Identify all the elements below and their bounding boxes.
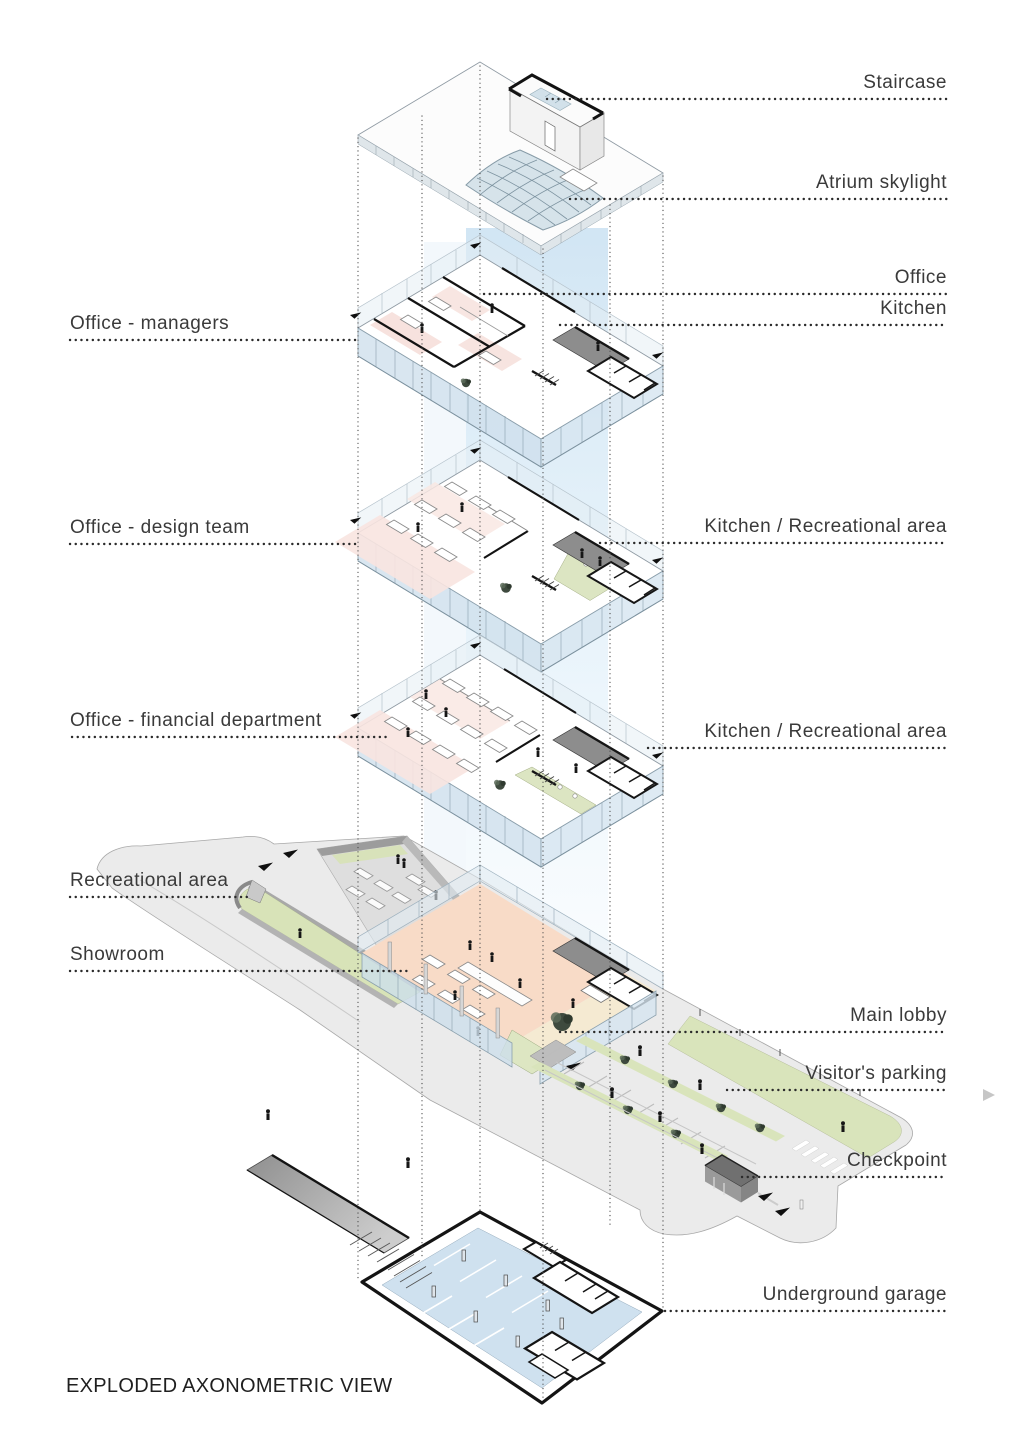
visitor-parking	[264, 1009, 902, 1216]
page-edge-arrow-icon	[983, 1089, 995, 1101]
label-showroom: Showroom	[70, 944, 165, 965]
label-checkpoint: Checkpoint	[846, 1150, 947, 1171]
label-office-financial: Office - financial department	[70, 710, 322, 731]
ground-level	[96, 835, 913, 1244]
label-underground-garage: Underground garage	[762, 1284, 947, 1305]
label-kitchen-rec-2: Kitchen / Recreational area	[704, 721, 947, 742]
floor-office-design-team	[335, 439, 664, 673]
label-kitchen: Kitchen	[880, 298, 947, 319]
crosswalk	[791, 1139, 849, 1175]
underground-garage	[246, 1153, 664, 1405]
label-kitchen-rec-1: Kitchen / Recreational area	[704, 516, 947, 537]
garage-columns	[431, 1249, 564, 1348]
label-recreational-area: Recreational area	[70, 870, 229, 891]
label-staircase: Staircase	[863, 72, 947, 93]
label-office-managers: Office - managers	[70, 313, 230, 334]
floor-office-financial-department	[335, 634, 664, 868]
floor-office-managers	[350, 234, 664, 468]
leader-lines	[68, 97, 949, 1313]
label-main-lobby: Main lobby	[850, 1005, 947, 1026]
vertical-guide-lines	[357, 65, 664, 1401]
showroom-building	[357, 864, 664, 1085]
label-visitors-parking: Visitor's parking	[805, 1063, 947, 1084]
label-office: Office	[894, 267, 947, 288]
drawing-title: EXPLODED AXONOMETRIC VIEW	[66, 1375, 393, 1397]
staircase-block	[508, 73, 605, 171]
garage-rooms-bottom	[522, 1330, 607, 1381]
label-office-design-team: Office - design team	[70, 517, 250, 538]
label-atrium-skylight: Atrium skylight	[815, 172, 947, 193]
garage-ramp	[246, 1153, 410, 1263]
atrium-skylight	[465, 149, 604, 231]
checkpoint-booth	[704, 1154, 779, 1206]
